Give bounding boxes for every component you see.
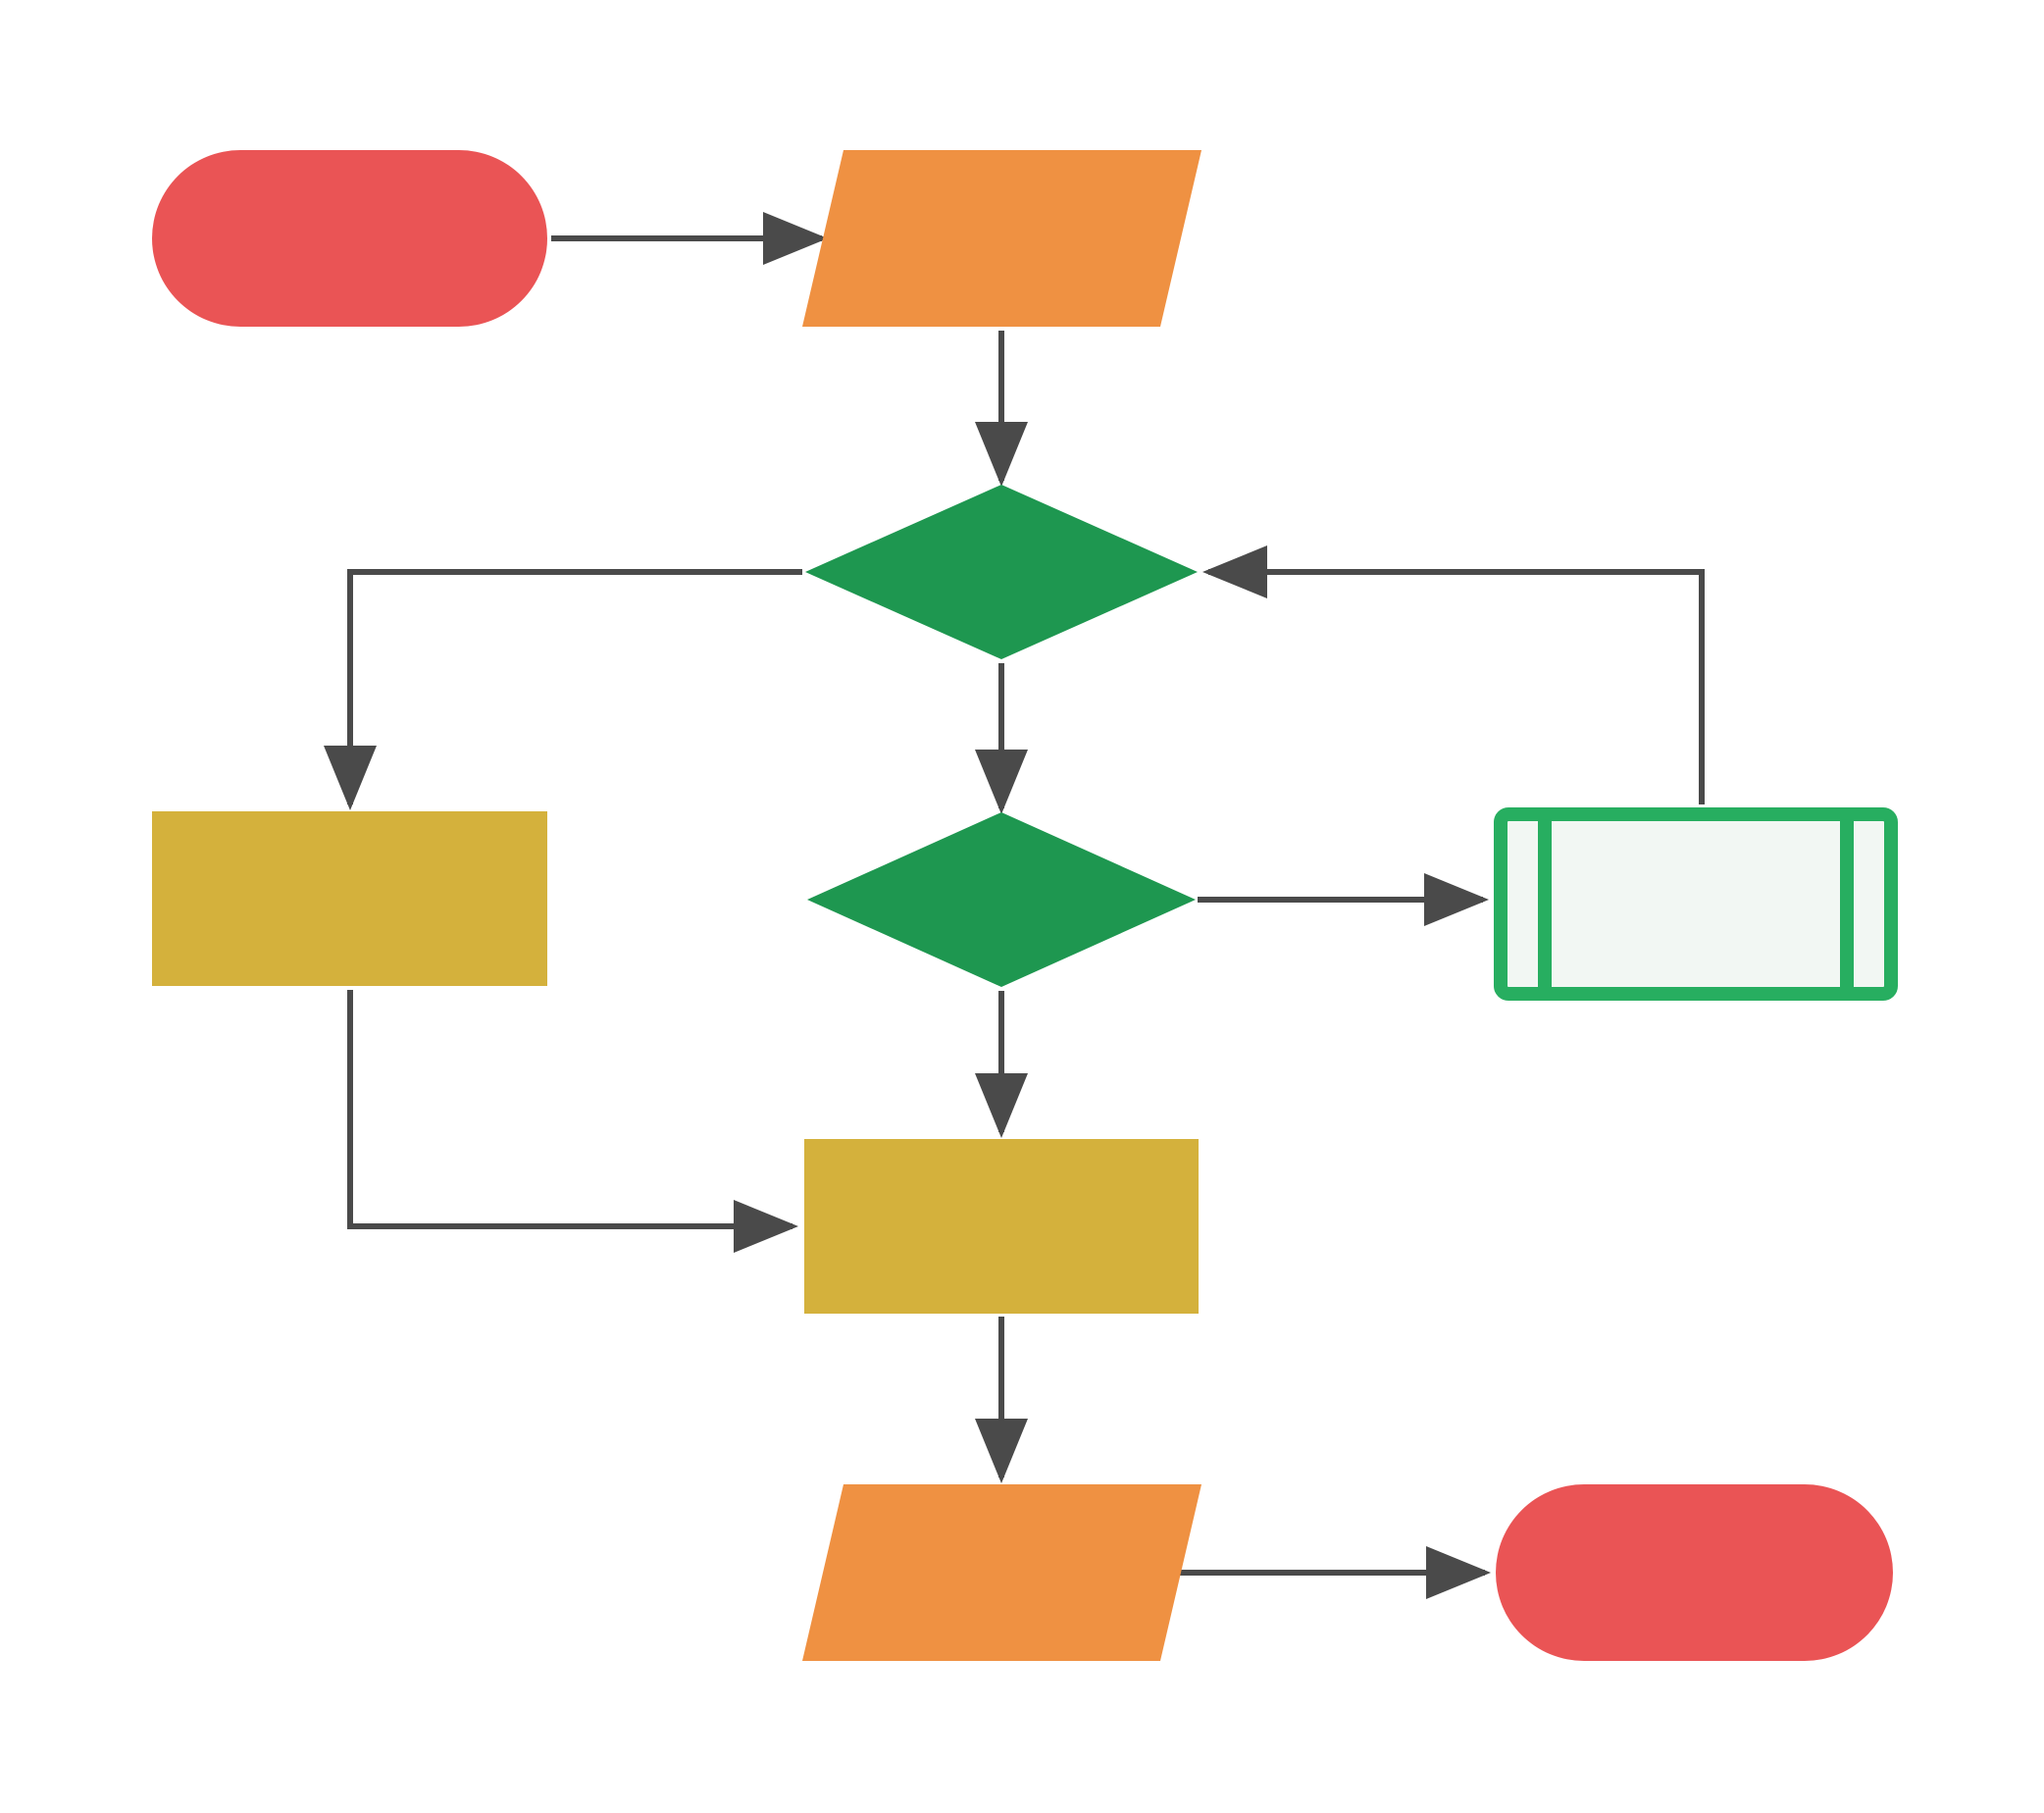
node-subroutine[interactable] <box>1494 807 1898 1001</box>
flow-connector <box>1202 545 1705 804</box>
edge-layer <box>324 212 1705 1599</box>
node-output[interactable] <box>802 1484 1201 1661</box>
node-process-main[interactable] <box>804 1139 1199 1314</box>
flow-connector <box>324 569 802 810</box>
node-end[interactable] <box>1496 1484 1893 1661</box>
node-start[interactable] <box>152 150 547 327</box>
node-process-left[interactable] <box>152 811 547 986</box>
node-decision-1[interactable] <box>805 485 1198 659</box>
flow-connector <box>347 990 798 1253</box>
node-layer <box>152 150 1898 1661</box>
node-decision-2[interactable] <box>807 812 1196 987</box>
node-input[interactable] <box>802 150 1201 327</box>
